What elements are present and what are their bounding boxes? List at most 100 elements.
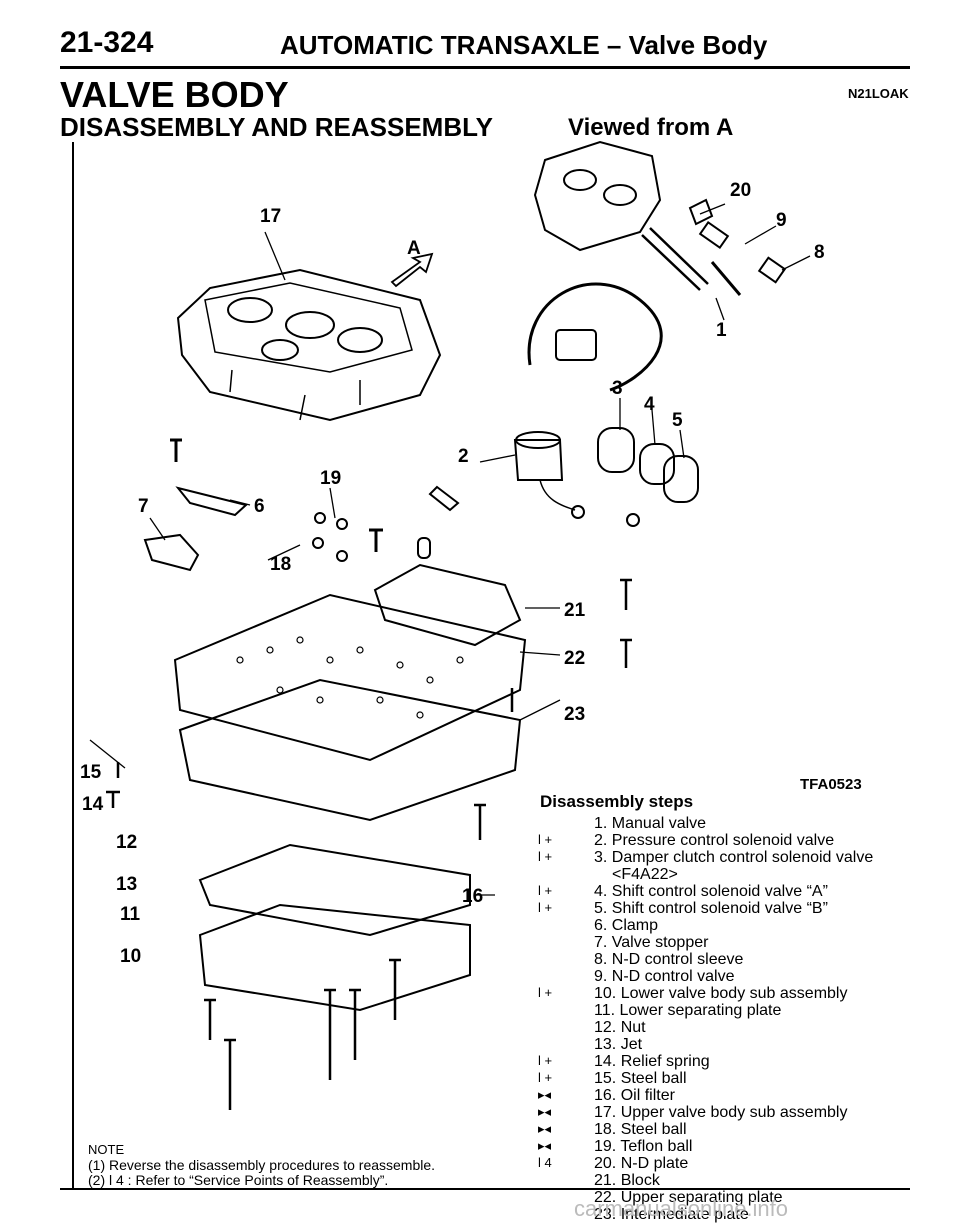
upper-valve-body-illustration bbox=[176, 268, 442, 422]
callout-23: 23 bbox=[564, 704, 585, 725]
step-item: 8. N-D control sleeve bbox=[538, 951, 908, 968]
step-text: 3. Damper clutch control solenoid valve bbox=[594, 849, 874, 866]
view-arrow-a-label: A bbox=[407, 238, 421, 259]
step-text: 5. Shift control solenoid valve “B” bbox=[594, 900, 828, 917]
callout-9: 9 bbox=[776, 210, 787, 231]
step-item: 21. Block bbox=[538, 1172, 908, 1189]
callout-20: 20 bbox=[730, 180, 751, 201]
callout-1: 1 bbox=[716, 320, 727, 341]
callout-17: 17 bbox=[260, 206, 281, 227]
step-marker: l + bbox=[538, 1070, 553, 1085]
step-text: 1. Manual valve bbox=[594, 815, 707, 832]
step-text: 21. Block bbox=[594, 1172, 660, 1189]
callout-6: 6 bbox=[254, 496, 265, 517]
viewed-from-a-illustration bbox=[533, 140, 787, 296]
callout-16: 16 bbox=[462, 886, 483, 907]
step-item: 13. Jet bbox=[538, 1036, 908, 1053]
callout-8: 8 bbox=[814, 242, 825, 263]
step-item: l + 15. Steel ball bbox=[538, 1070, 908, 1087]
callout-15: 15 bbox=[80, 762, 102, 783]
step-marker: l + bbox=[538, 900, 553, 915]
lower-valve-body-illustration bbox=[198, 903, 471, 1012]
step-text: 13. Jet bbox=[594, 1036, 643, 1053]
step-item: ▸◂19. Teflon ball bbox=[538, 1138, 908, 1155]
callout-4: 4 bbox=[644, 394, 655, 415]
step-item: l 4 20. N-D plate bbox=[538, 1155, 908, 1172]
subsection-title: DISASSEMBLY AND REASSEMBLY bbox=[60, 112, 493, 142]
note-label: NOTE bbox=[88, 1142, 125, 1157]
step-item: l +14. Relief spring bbox=[538, 1053, 908, 1070]
callout-11: 11 bbox=[120, 904, 141, 925]
step-item: l +10. Lower valve body sub assembly bbox=[538, 985, 908, 1002]
step-text: 10. Lower valve body sub assembly bbox=[594, 985, 848, 1002]
step-text: 16. Oil filter bbox=[594, 1087, 675, 1104]
bolts-illustration bbox=[106, 578, 632, 1110]
figure-code: TFA0523 bbox=[800, 776, 862, 793]
step-text: 15. Steel ball bbox=[594, 1070, 687, 1087]
step-text: 2. Pressure control solenoid valve bbox=[594, 832, 835, 849]
steps-title: Disassembly steps bbox=[540, 792, 694, 811]
small-parts-illustration bbox=[143, 438, 460, 572]
step-text: 9. N-D control valve bbox=[594, 968, 735, 985]
step-item: 22. Upper separating plate bbox=[538, 1189, 908, 1206]
step-item: 11. Lower separating plate bbox=[538, 1002, 908, 1019]
step-item: l + 4. Shift control solenoid valve “A” bbox=[538, 883, 908, 900]
step-item: 9. N-D control valve bbox=[538, 968, 908, 985]
step-marker: l + bbox=[538, 883, 553, 898]
intermediate-plate-illustration bbox=[178, 678, 522, 822]
section-title: VALVE BODY bbox=[60, 74, 289, 115]
callout-7: 7 bbox=[138, 496, 149, 517]
solenoid-harness-illustration bbox=[513, 282, 699, 527]
step-text: 11. Lower separating plate bbox=[594, 1002, 782, 1019]
callout-13: 13 bbox=[116, 874, 137, 895]
callout-12: 12 bbox=[116, 832, 137, 853]
view-label: Viewed from A bbox=[568, 114, 734, 141]
step-marker: ▸◂ bbox=[538, 1121, 552, 1136]
step-item: 23. Intermediate plate bbox=[538, 1206, 908, 1223]
step-text: 4. Shift control solenoid valve “A” bbox=[594, 883, 828, 900]
document-code: N21LOAK bbox=[848, 86, 909, 101]
callout-5: 5 bbox=[672, 410, 683, 431]
step-marker: l 4 bbox=[538, 1155, 552, 1170]
block-illustration bbox=[373, 563, 522, 647]
step-marker: l + bbox=[538, 832, 553, 847]
page-header: 21-324 AUTOMATIC TRANSAXLE – Valve Body bbox=[60, 22, 910, 66]
step-text: 22. Upper separating plate bbox=[594, 1189, 783, 1206]
lower-separating-plate-illustration bbox=[198, 843, 471, 937]
step-item: 1. Manual valve bbox=[538, 815, 908, 832]
step-text: 18. Steel ball bbox=[594, 1121, 687, 1138]
callout-2: 2 bbox=[458, 446, 469, 467]
step-item: l + 5. Shift control solenoid valve “B” bbox=[538, 900, 908, 917]
step-marker: l + bbox=[538, 849, 553, 864]
page-bottom-rule bbox=[60, 1188, 910, 1190]
steps-list: 1. Manual valve l + 2. Pressure control so… bbox=[538, 815, 908, 1223]
page-number: 21-324 bbox=[60, 26, 154, 59]
note-line-1: (1) Reverse the disassembly procedures t… bbox=[88, 1157, 436, 1173]
step-marker: ▸◂ bbox=[538, 1138, 552, 1153]
step-item: 7. Valve stopper bbox=[538, 934, 908, 951]
step-text: 20. N-D plate bbox=[594, 1155, 689, 1172]
watermark: carmanualsonline.info bbox=[574, 1196, 789, 1221]
callout-18: 18 bbox=[270, 554, 291, 575]
step-item: 6. Clamp bbox=[538, 917, 908, 934]
step-item: ▸◂ 17. Upper valve body sub assembly bbox=[538, 1104, 908, 1121]
step-item: <F4A22> bbox=[538, 866, 908, 883]
step-text: 8. N-D control sleeve bbox=[594, 951, 744, 968]
figure-frame-left bbox=[72, 142, 74, 1188]
header-title: AUTOMATIC TRANSAXLE – Valve Body bbox=[280, 30, 768, 60]
callout-21: 21 bbox=[564, 600, 586, 621]
step-item: ▸◂ 16. Oil filter bbox=[538, 1087, 908, 1104]
callout-labels: A 1 2 3 4 5 6 7 8 9 10 11 12 13 14 15 16… bbox=[80, 180, 825, 967]
callout-19: 19 bbox=[320, 468, 341, 489]
upper-separating-plate-illustration bbox=[173, 593, 527, 762]
note-line-2: (2) l 4 : Refer to “Service Points of Re… bbox=[88, 1172, 389, 1188]
step-text: 17. Upper valve body sub assembly bbox=[594, 1104, 848, 1121]
callout-14: 14 bbox=[82, 794, 104, 815]
step-text: 12. Nut bbox=[594, 1019, 646, 1036]
step-item: ▸◂ 18. Steel ball bbox=[538, 1121, 908, 1138]
step-text: 14. Relief spring bbox=[594, 1053, 710, 1070]
step-marker: ▸◂ bbox=[538, 1104, 552, 1119]
step-marker: ▸◂ bbox=[538, 1087, 552, 1102]
callout-3: 3 bbox=[612, 378, 623, 399]
